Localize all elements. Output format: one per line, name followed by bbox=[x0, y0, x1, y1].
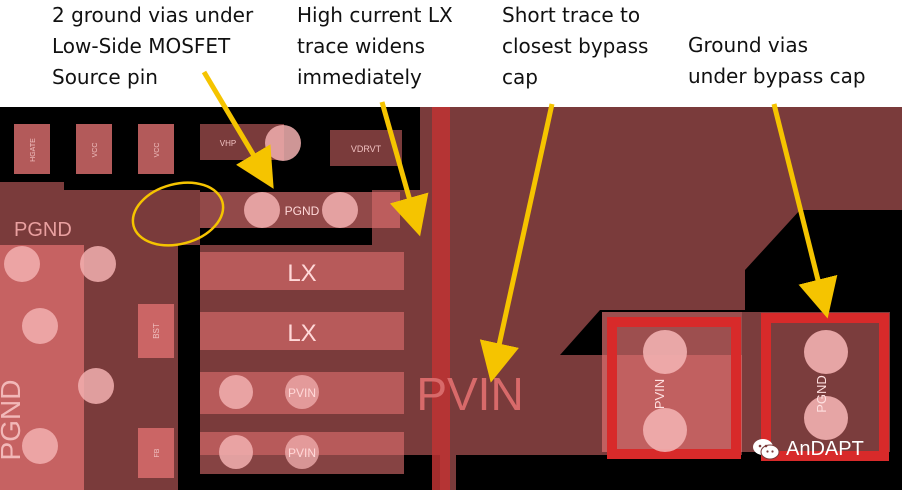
via-left-3 bbox=[22, 308, 58, 344]
via-pgnd-2 bbox=[322, 192, 358, 228]
tiny-pad-4-label: FB bbox=[154, 448, 161, 457]
arrow-ground-vias bbox=[201, 70, 274, 189]
via-left-5 bbox=[22, 428, 58, 464]
vdrvt-label: VDRVT bbox=[351, 144, 382, 154]
bypass-cap-pvin-ring bbox=[607, 317, 741, 459]
pvin-copper-plane bbox=[420, 107, 902, 355]
via-cap-pvin-1 bbox=[643, 330, 687, 374]
pgnd-source-pad bbox=[200, 192, 400, 228]
via-left-1 bbox=[4, 246, 40, 282]
wechat-icon bbox=[753, 439, 780, 460]
via-vhp bbox=[265, 125, 301, 161]
cap-pvin-label: PVIN bbox=[652, 379, 667, 409]
via-pvin-4 bbox=[285, 435, 319, 469]
pvin-red-trace bbox=[432, 107, 450, 490]
arrow-lx-trace bbox=[379, 101, 429, 237]
callout-lx-trace: High current LX trace widens immediately bbox=[297, 3, 453, 89]
via-pvin-3 bbox=[285, 375, 319, 409]
via-left-2 bbox=[80, 246, 116, 282]
callout-bypass-trace: Short trace to closest bypass cap bbox=[502, 3, 649, 89]
tiny-pad-3 bbox=[138, 124, 174, 174]
tiny-pad-1-label: HGATE bbox=[30, 138, 37, 162]
bst-label: BST bbox=[152, 323, 161, 339]
lx-label-top: LX bbox=[287, 260, 316, 287]
tiny-pad-3-label: VCC bbox=[154, 143, 161, 158]
lx-label-bottom: LX bbox=[287, 320, 316, 347]
via-pvin-2 bbox=[219, 435, 253, 469]
via-cap-pvin-2 bbox=[643, 408, 687, 452]
watermark-text: AnDAPT bbox=[786, 437, 864, 460]
via-left-4 bbox=[78, 368, 114, 404]
pvin-pad-label-bottom: PVIN bbox=[288, 446, 316, 460]
callout-ground-vias-mosfet: 2 ground vias under Low-Side MOSFET Sour… bbox=[52, 3, 254, 89]
callout-bypass-vias: Ground vias under bypass cap bbox=[688, 33, 866, 88]
lx-pad-bottom bbox=[200, 312, 404, 350]
pgnd-pad-label: PGND bbox=[285, 204, 320, 218]
pgnd-left-label: PGND bbox=[14, 219, 72, 241]
arrow-bypass-vias bbox=[771, 103, 838, 319]
lx-pad-top bbox=[200, 252, 404, 290]
pvin-pad-label-top: PVIN bbox=[288, 386, 316, 400]
tiny-pad-1 bbox=[14, 124, 50, 174]
pgnd-bottom-label: PGND bbox=[0, 380, 26, 461]
via-cap-pgnd-1 bbox=[804, 330, 848, 374]
tiny-pad-2-label: VCC bbox=[92, 143, 99, 158]
arrow-bypass-trace bbox=[479, 103, 555, 383]
pvin-net-label: PVIN bbox=[416, 368, 523, 420]
vhp-label: VHP bbox=[220, 139, 236, 148]
via-pgnd-1 bbox=[244, 192, 280, 228]
via-pvin-1 bbox=[219, 375, 253, 409]
watermark: AnDAPT bbox=[752, 437, 864, 461]
highlight-ellipse bbox=[131, 181, 225, 247]
via-cap-pgnd-2 bbox=[804, 396, 848, 440]
tiny-pad-4 bbox=[138, 428, 174, 478]
tiny-pad-2 bbox=[76, 124, 112, 174]
bst-pad bbox=[138, 304, 174, 358]
cap-pgnd-label: PGND bbox=[814, 375, 829, 413]
